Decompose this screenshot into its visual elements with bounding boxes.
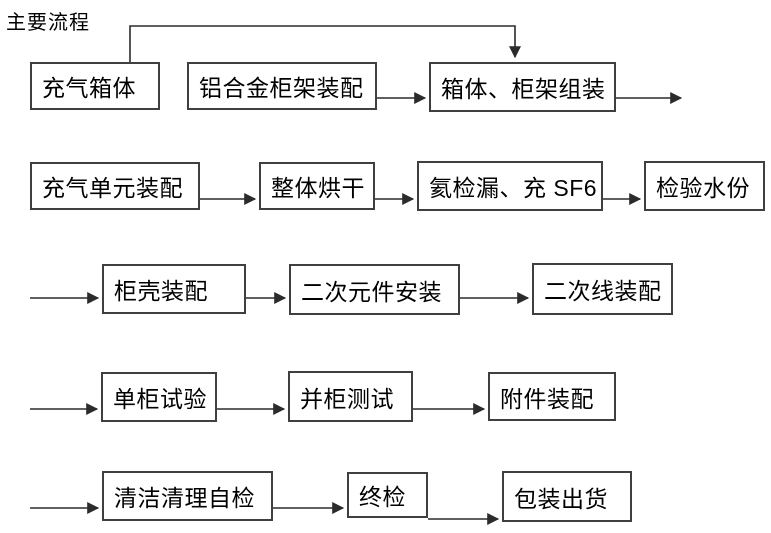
node-secondary-wiring-assembly: 二次线装配 [532, 263, 673, 315]
node-gas-unit-assembly: 充气单元装配 [30, 162, 200, 210]
node-helium-leak-test-sf6-filling: 氦检漏、充 SF6 [417, 161, 603, 211]
node-moisture-inspection: 检验水份 [644, 161, 765, 211]
node-box-and-frame-assembly: 箱体、柜架组装 [429, 62, 616, 112]
node-packing-shipping: 包装出货 [502, 471, 632, 522]
node-aluminum-alloy-frame-assembly: 铝合金柜架装配 [187, 62, 377, 110]
node-inflatable-gas-box: 充气箱体 [30, 62, 160, 110]
node-secondary-component-installation: 二次元件安装 [289, 264, 460, 315]
node-parallel-cabinet-test: 并柜测试 [288, 371, 413, 422]
node-overall-drying: 整体烘干 [259, 162, 375, 210]
node-cleaning-self-inspection: 清洁清理自检 [102, 471, 273, 521]
node-final-inspection: 终检 [347, 472, 428, 518]
connector-a1-to-a3 [129, 25, 521, 62]
node-single-cabinet-test: 单柜试验 [101, 372, 217, 422]
node-cabinet-shell-assembly: 柜壳装配 [102, 264, 246, 314]
page-title: 主要流程 [6, 12, 90, 34]
node-accessory-assembly: 附件装配 [488, 372, 616, 421]
